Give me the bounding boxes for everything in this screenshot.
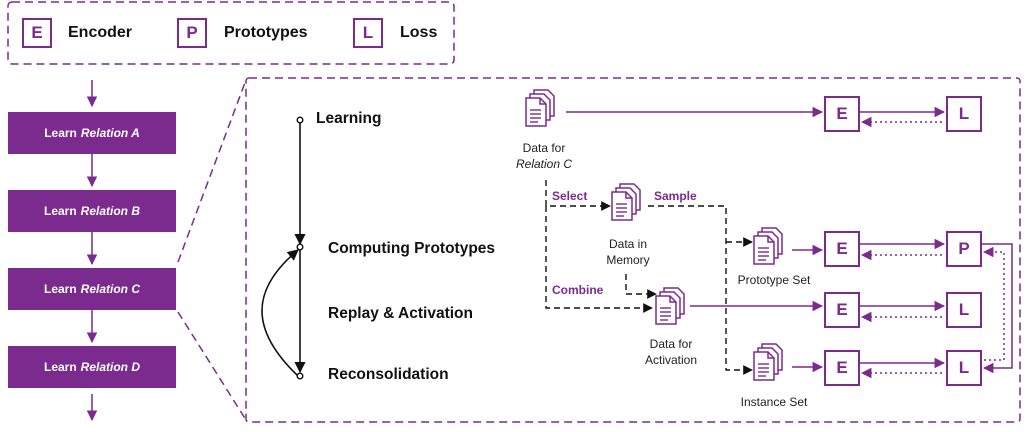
sample-arrow	[648, 205, 753, 375]
data-activation-caption: Data for Activation	[644, 337, 698, 367]
legend-loss-box: L	[353, 18, 383, 48]
loss-node: L	[946, 96, 982, 132]
data-relation-c-caption: Data for Relation C	[515, 141, 573, 171]
loss-to-prototype-arrow	[982, 246, 1005, 361]
loss-node: L	[946, 350, 982, 386]
legend-encoder-label: Encoder	[68, 24, 133, 41]
legend-loss-letter: L	[362, 23, 374, 42]
legend-frame	[7, 1, 455, 65]
phase-computing-prototypes: Computing Prototypes	[328, 240, 496, 257]
legend-prototypes-letter: P	[186, 23, 198, 42]
zoom-line	[177, 311, 247, 421]
phase-replay-activation: Replay & Activation	[328, 305, 473, 322]
data-memory-caption: Data in Memory	[606, 237, 650, 267]
select-label: Select	[552, 189, 588, 203]
zoom-line	[177, 79, 247, 263]
combine-arrow	[545, 206, 653, 313]
combine-label: Combine	[552, 283, 604, 297]
detail-frame	[245, 77, 1021, 423]
encoder-node: E	[824, 231, 860, 267]
prototypes-node: P	[946, 231, 982, 267]
instance-set-caption: Instance Set	[740, 395, 808, 409]
legend-prototypes-box: P	[177, 18, 207, 48]
memory-to-activation-arrow	[625, 274, 657, 299]
data-activation-icon	[655, 287, 685, 325]
loss-node: L	[946, 292, 982, 328]
encoder-node: E	[824, 350, 860, 386]
encoder-node: E	[824, 292, 860, 328]
data-relation-c-icon	[525, 89, 555, 127]
sample-label: Sample	[654, 189, 697, 203]
prototype-to-loss-arrow	[982, 243, 1013, 374]
loop-arrow	[261, 249, 299, 377]
data-memory-icon	[611, 183, 641, 221]
legend-encoder-letter: E	[31, 23, 43, 42]
legend-encoder-box: E	[22, 18, 52, 48]
encoder-node: E	[824, 96, 860, 132]
phase-reconsolidation: Reconsolidation	[328, 366, 449, 383]
legend-prototypes-label: Prototypes	[224, 24, 308, 41]
legend-loss-label: Loss	[400, 24, 438, 41]
phase-learning: Learning	[316, 110, 382, 127]
instance-set-icon	[753, 343, 783, 381]
prototype-set-caption: Prototype Set	[737, 273, 811, 287]
prototype-set-icon	[753, 227, 783, 265]
